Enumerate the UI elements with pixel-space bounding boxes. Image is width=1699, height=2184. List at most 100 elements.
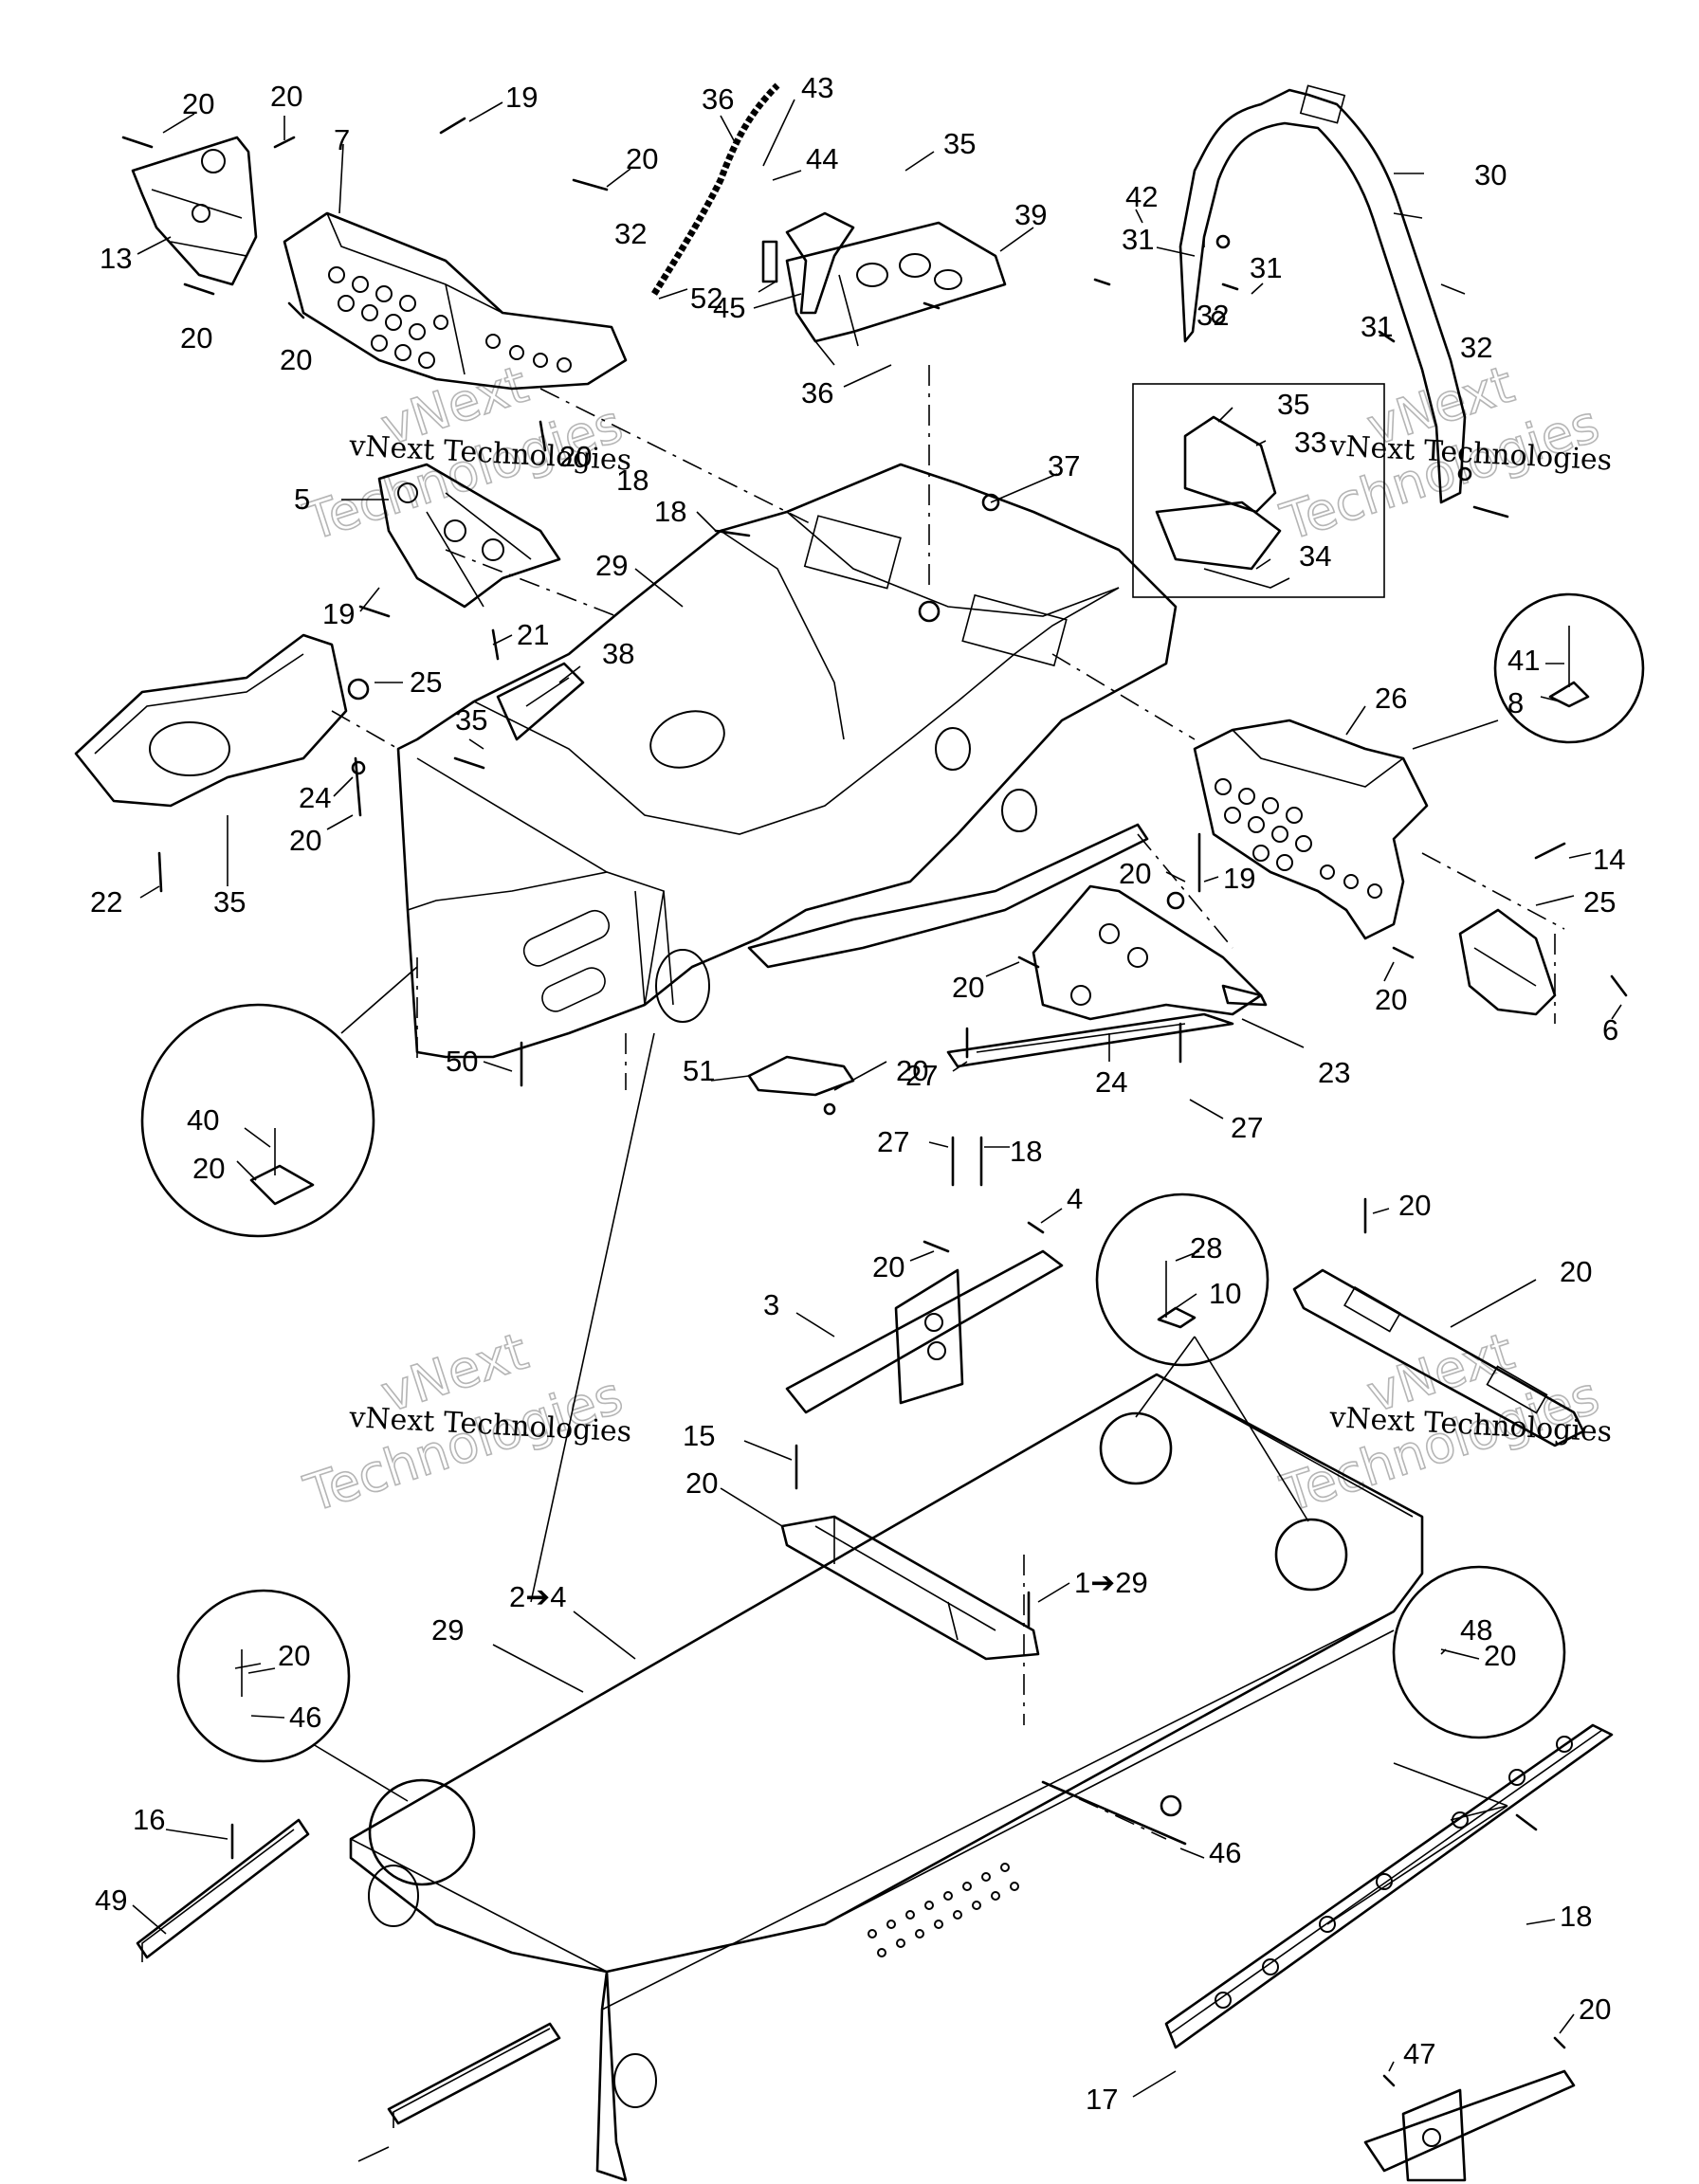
callout-41: 8 [1507, 686, 1524, 719]
part-2-tunnel [349, 1373, 1424, 2182]
callout-32: 42 [1125, 180, 1158, 213]
part-16-angle [136, 1818, 310, 1962]
callout-47: 17 [1086, 2083, 1118, 2116]
part-52-clip [761, 240, 778, 283]
part-3-plate [1292, 1268, 1585, 1447]
callout-35: 35 [455, 703, 487, 737]
callout-20: 27 [905, 1059, 938, 1092]
callout-48: 20 [1484, 1639, 1516, 1672]
callout-15: 20 [685, 1466, 718, 1500]
callout-24: 27 [1231, 1111, 1263, 1144]
callout-18: 20 [1579, 1993, 1611, 2026]
callout-36: 36 [702, 82, 734, 116]
callout-35: 41 [1507, 644, 1540, 677]
callout-31: 31 [1122, 223, 1154, 256]
callout-31: 31 [1250, 251, 1282, 284]
callout-18: 4 [1067, 1182, 1083, 1215]
callout-29: 20 [278, 1639, 310, 1672]
callout-20: 20 [180, 321, 212, 355]
callout-24: 20 [289, 824, 321, 857]
callout-5: 5 [294, 482, 310, 516]
callout-6: 23 [1318, 1056, 1350, 1089]
callout-7: 7 [334, 123, 350, 156]
callout-34: 34 [1299, 539, 1331, 573]
detail-circle-35-41 [1493, 592, 1645, 744]
part-47-rail [1164, 1723, 1614, 2049]
part-18-support-fragment [1363, 2069, 1576, 2182]
callout-35: 35 [1277, 388, 1309, 421]
part-39-console-bracket [785, 221, 1007, 366]
callout-51: 20 [896, 1054, 928, 1087]
part-7-footrest-left [283, 211, 628, 391]
callout-4: 20 [1398, 1189, 1431, 1222]
watermark-bottom-right: vNext Technologies vNext Technologies [1273, 1320, 1613, 1525]
callout-20: 20 [270, 80, 302, 113]
detail-circle-35-40 [140, 1003, 375, 1238]
callout-13: 13 [100, 242, 132, 275]
part-42-cable [651, 82, 780, 296]
callout-46: 48 [1460, 1613, 1492, 1647]
callout-18: 18 [654, 495, 686, 528]
callout-49: 46 [1209, 1836, 1241, 1869]
callout-28: 10 [1209, 1277, 1241, 1310]
callout-22: 35 [213, 885, 246, 919]
detail-circle-46-48 [1392, 1565, 1566, 1739]
part-14-bracket [1458, 908, 1557, 1016]
callout-38: 38 [602, 637, 634, 670]
callout-20: 14 [1593, 843, 1625, 876]
callout-19: 19 [505, 81, 538, 114]
part-22-floor-pan [74, 633, 348, 808]
callout-44: 44 [806, 142, 838, 175]
callout-25: 20 [1119, 857, 1151, 890]
callout-20: 20 [872, 1250, 904, 1283]
callout-20: 28 [1190, 1231, 1222, 1265]
fasteners [121, 117, 1628, 2087]
callout-10: 3 [763, 1288, 779, 1321]
part-30-loop-handle [1178, 84, 1467, 504]
callout-42: 32 [614, 217, 647, 250]
callout-19: 20 [952, 971, 984, 1004]
callout-32: 32 [1460, 331, 1492, 364]
callout-19: 19 [322, 597, 355, 630]
callout-20: 20 [626, 142, 658, 175]
callout-20: 15 [683, 1419, 715, 1452]
part-10-support [785, 1249, 1064, 1414]
callout-35: 40 [187, 1103, 219, 1137]
part-38-hinge [496, 662, 585, 741]
part-45-bracket [785, 211, 855, 315]
callout-20: 20 [280, 343, 312, 376]
callout-29: 29 [595, 549, 628, 582]
callout-25: 25 [410, 665, 442, 699]
callout-43: 43 [801, 71, 833, 104]
watermark-bottom-left: vNext Technologies vNext Technologies [297, 1320, 632, 1525]
footrest-7-holes [328, 266, 572, 373]
part-6-stirrup-right [1032, 884, 1268, 1021]
callout-20: 46 [289, 1701, 321, 1734]
part-5-stirrup-left [377, 463, 561, 609]
small-detail-circles [368, 1411, 1348, 1886]
callout-36: 36 [801, 376, 833, 410]
callout-31: 31 [1361, 310, 1393, 343]
detail-circle-20-28 [1095, 1192, 1270, 1367]
callout-14: 25 [1583, 885, 1616, 919]
callout-labels: 20 20 19 7 36 43 35 30 44 20 39 13 42 32… [90, 71, 1625, 2116]
callout-2-to-4: 29 [431, 1613, 464, 1647]
callout-3: 20 [1560, 1255, 1592, 1288]
callout-46: 18 [1560, 1900, 1592, 1933]
callout-23: 24 [1095, 1065, 1127, 1099]
callout-30: 30 [1474, 158, 1507, 191]
callout-37: 37 [1048, 449, 1080, 482]
detail-circle-29-20 [176, 1589, 351, 1763]
callout-45: 45 [713, 291, 745, 324]
callout-32: 32 [1197, 299, 1229, 332]
callout-20: 16 [133, 1803, 165, 1836]
callout-52: 52 [690, 282, 722, 315]
callout-40: 20 [192, 1152, 225, 1185]
callout-20: 19 [1223, 862, 1255, 895]
callout-27: 50 [446, 1045, 478, 1078]
tunnel-holes [868, 1863, 1019, 1957]
leader-lines [132, 99, 1622, 2162]
callout-18: 18 [616, 464, 649, 497]
callout-27: 18 [1010, 1135, 1042, 1168]
callout-20: 20 [182, 87, 214, 120]
